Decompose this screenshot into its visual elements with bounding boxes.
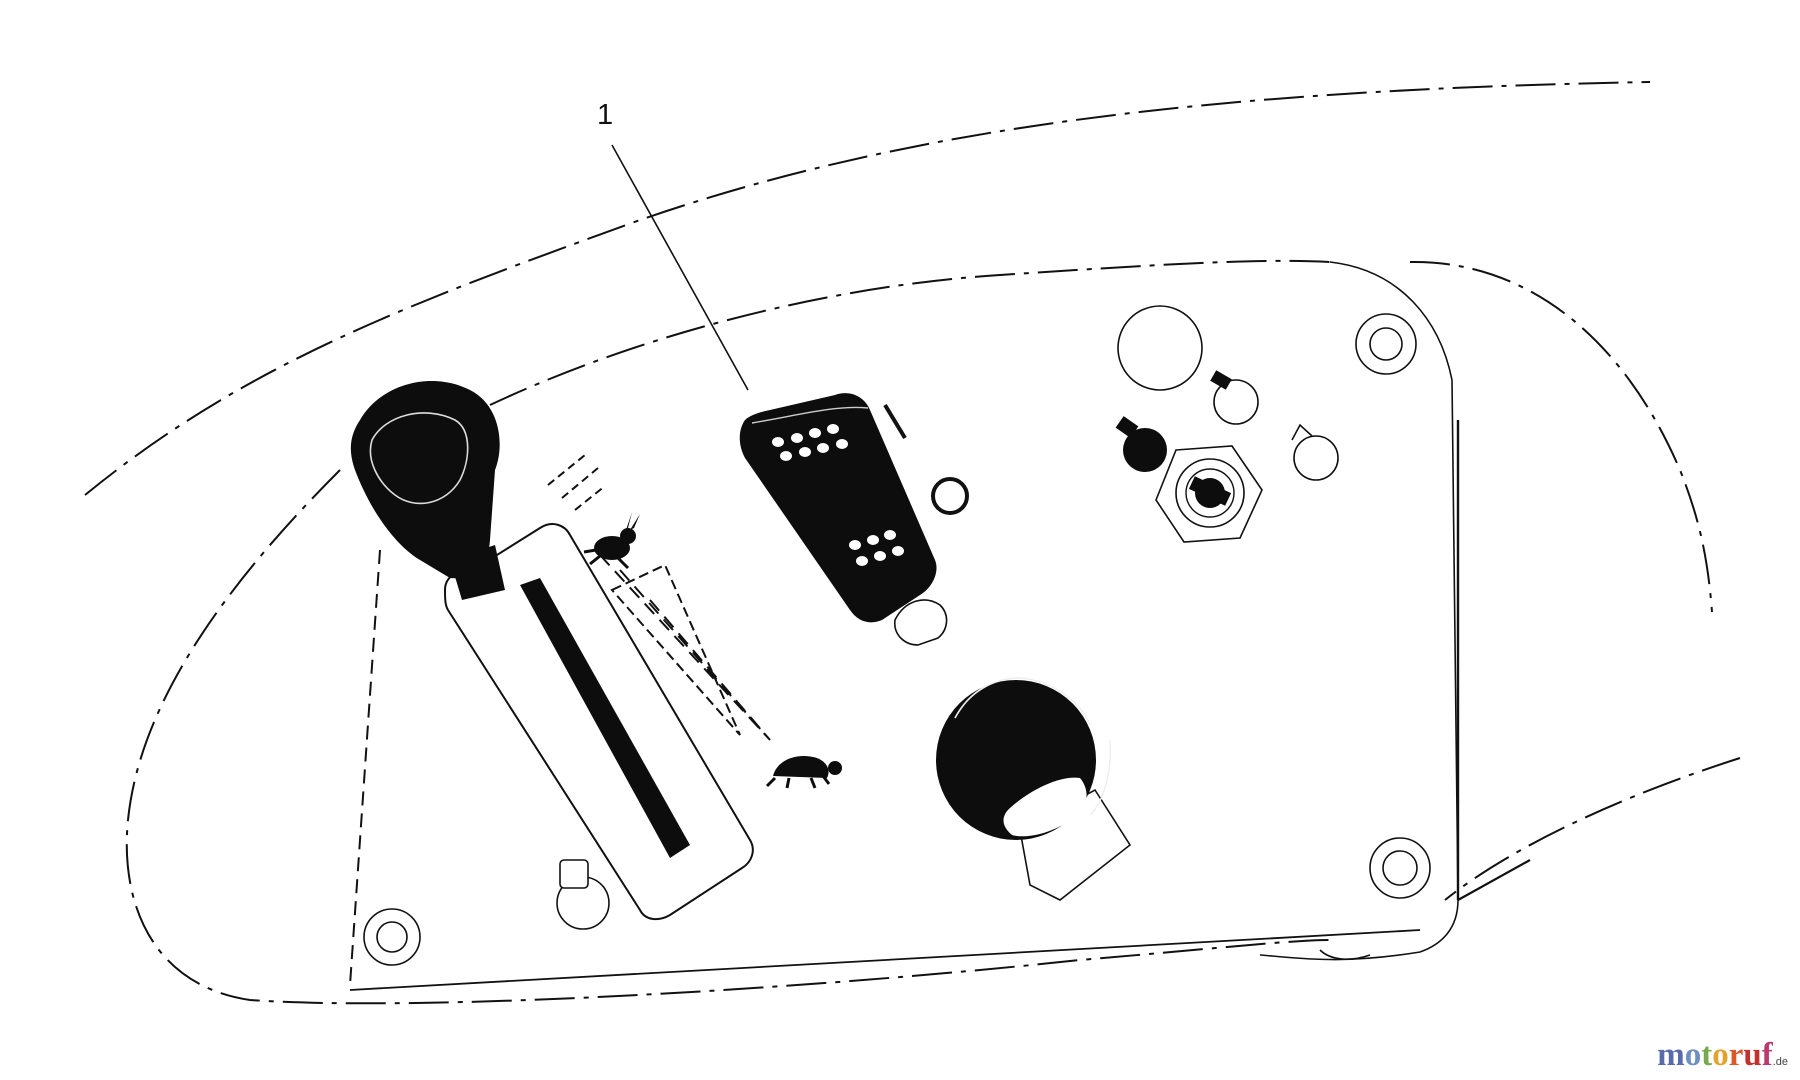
indicator-lamp-large — [1117, 305, 1203, 391]
round-gauge-knob[interactable] — [936, 677, 1132, 901]
motoruf-watermark: motoruf.de — [1657, 1039, 1788, 1072]
console-panel-outline — [489, 259, 1331, 406]
mounting-hole-bottom-right — [1369, 837, 1431, 899]
panel-lower-right-seam — [1457, 859, 1531, 901]
mounting-hole-top-right — [1355, 313, 1417, 375]
throttle-lever-knob[interactable] — [350, 381, 505, 600]
callout-number: 1 — [597, 99, 613, 131]
indicator-lamp-small — [1210, 370, 1259, 425]
switch-off-mark — [931, 477, 969, 515]
console-panel-lower-outline — [125, 469, 1331, 1005]
watermark-letter: o — [1684, 1037, 1702, 1073]
hood-outline-lower-right — [1444, 757, 1741, 901]
callout-leader-line — [611, 144, 749, 391]
choke-knob-outline — [556, 859, 610, 930]
watermark-letter: u — [1743, 1037, 1762, 1073]
hood-outline-outer — [84, 81, 1651, 496]
switch-on-mark — [883, 403, 907, 440]
key-switch-tab — [1115, 416, 1167, 472]
rocker-switch-grip-dots-bottom — [849, 530, 904, 566]
throttle-guide-dashed — [349, 549, 771, 986]
accessory-lamp — [1291, 423, 1339, 481]
console-panel-edge — [1259, 261, 1459, 961]
rabbit-icon — [583, 512, 640, 570]
watermark-letter: t — [1701, 1037, 1713, 1073]
panel-bottom-edge — [349, 929, 1421, 991]
watermark-letter: m — [1657, 1037, 1685, 1073]
hood-outline-right — [1409, 260, 1713, 613]
rocker-switch-grip-dots-top — [772, 424, 848, 461]
turtle-icon — [765, 756, 842, 789]
speed-range-marks — [547, 454, 741, 736]
mounting-hole-bottom-left — [363, 908, 421, 966]
watermark-letter: f — [1761, 1037, 1773, 1073]
rocker-switch[interactable] — [739, 393, 948, 646]
watermark-letter: o — [1712, 1037, 1729, 1073]
watermark-letter: r — [1728, 1037, 1744, 1073]
ignition-key-switch[interactable] — [1155, 445, 1263, 543]
panel-notch — [1319, 949, 1371, 960]
watermark-tld: .de — [1772, 1056, 1788, 1068]
